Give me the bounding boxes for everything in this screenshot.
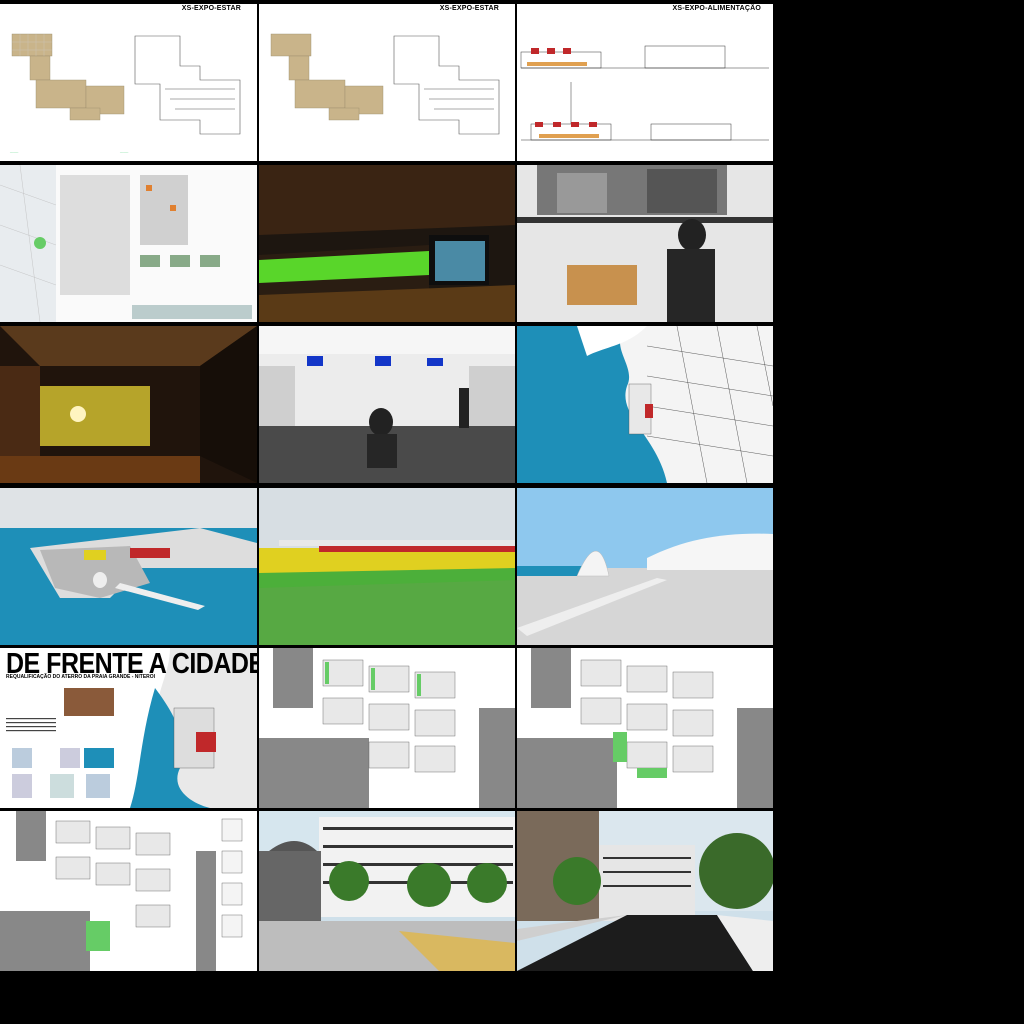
tile-cafe-render[interactable] bbox=[259, 326, 515, 483]
tile-section-drawing[interactable]: XS-EXPO-ALIMENTAÇÃO bbox=[517, 4, 773, 161]
hall-image bbox=[0, 326, 257, 483]
shell-image bbox=[517, 488, 773, 645]
tile-masterplan-3[interactable] bbox=[0, 811, 257, 971]
sheet-title: XS-EXPO-ESTAR bbox=[181, 5, 241, 12]
tile-hall-render[interactable] bbox=[0, 326, 257, 483]
thumbnail-grid: _____ _____ XS-EXPO-ESTAR XS-EXPO-ESTAR bbox=[0, 4, 773, 971]
sheet-title: XS-EXPO-ESTAR bbox=[439, 5, 499, 12]
tile-title-sheet[interactable]: DE FRENTE A CIDADE REQUALIFICAÇÃO DO ATE… bbox=[0, 648, 257, 808]
tile-masterplan-1[interactable] bbox=[259, 648, 515, 808]
tile-masterplan-2[interactable] bbox=[517, 648, 773, 808]
tile-shell-render[interactable] bbox=[517, 488, 773, 645]
street-image bbox=[517, 811, 773, 971]
sheet-main-title: DE FRENTE A CIDADE bbox=[6, 648, 257, 680]
site-diagram bbox=[0, 165, 252, 322]
gallery-image bbox=[517, 165, 773, 322]
tile-floor-plan-2[interactable]: XS-EXPO-ESTAR bbox=[259, 4, 515, 161]
svg-text:_____: _____ bbox=[9, 149, 19, 153]
tile-site-diagram-sheet[interactable] bbox=[0, 165, 257, 322]
waterfront-aerial-image bbox=[0, 488, 257, 645]
floor-plan-drawing: _____ _____ bbox=[9, 33, 241, 153]
city-map-image bbox=[517, 326, 773, 483]
masterplan-image bbox=[259, 648, 515, 808]
tile-floor-plan-1[interactable]: _____ _____ XS-EXPO-ESTAR bbox=[0, 4, 257, 161]
section-drawing bbox=[520, 45, 769, 141]
sheet-subtitle: REQUALIFICAÇÃO DO ATERRO DA PRAIA GRANDE… bbox=[6, 674, 156, 680]
tile-plaza-render[interactable] bbox=[259, 488, 515, 645]
masterplan-image bbox=[0, 811, 243, 971]
plaza-image bbox=[259, 488, 515, 645]
title-sheet-image bbox=[6, 648, 257, 808]
tile-street-render-2[interactable] bbox=[517, 811, 773, 971]
street-image bbox=[259, 811, 515, 971]
cafe-image bbox=[259, 326, 515, 483]
tile-gallery-render[interactable] bbox=[517, 165, 773, 322]
tile-street-render-1[interactable] bbox=[259, 811, 515, 971]
tile-city-map[interactable] bbox=[517, 326, 773, 483]
tile-auditorium-render[interactable] bbox=[259, 165, 515, 322]
masterplan-image bbox=[517, 648, 773, 808]
auditorium-image bbox=[259, 165, 515, 322]
floor-plan-drawing bbox=[270, 33, 500, 135]
sheet-title: XS-EXPO-ALIMENTAÇÃO bbox=[672, 5, 761, 12]
svg-text:_____: _____ bbox=[119, 149, 129, 153]
tile-waterfront-aerial[interactable] bbox=[0, 488, 257, 645]
